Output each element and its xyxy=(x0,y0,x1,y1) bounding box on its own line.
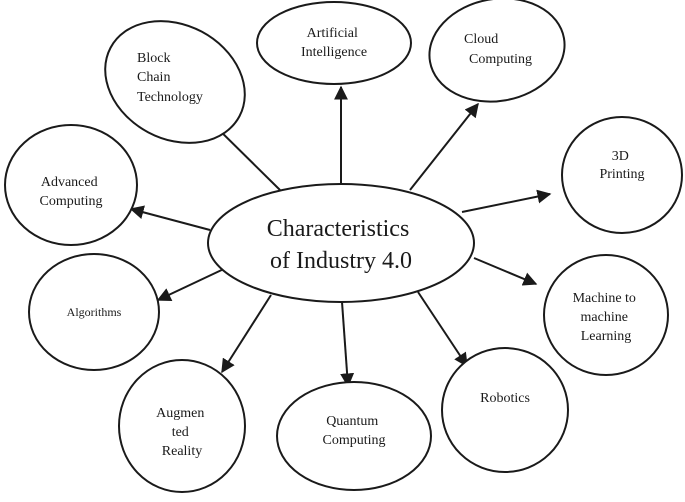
ai-line-1: Artificial xyxy=(307,26,358,41)
node-3d-printing: 3D Printing xyxy=(561,116,683,234)
quantum-line-2: Computing xyxy=(322,433,385,448)
machine-learning-line-1: Machine to xyxy=(573,291,636,306)
3d-printing-line-2: Printing xyxy=(599,167,644,182)
node-ai: Artificial Intelligence xyxy=(256,1,412,85)
svg-text:3D Printing: 3D Printing xyxy=(599,149,644,182)
svg-text:Machine to machine: Machine to machine Learning xyxy=(573,291,640,344)
ai-line-2: Intelligence xyxy=(301,45,367,60)
cloud-line-2: Computing xyxy=(469,52,532,67)
algorithms-line-1: Algorithms xyxy=(67,305,122,319)
edge-machine-learning xyxy=(473,257,538,286)
node-robotics: Robotics xyxy=(441,347,569,473)
svg-text:Cloud Computing: Cloud Computing xyxy=(464,32,532,67)
svg-text:Artificial Intelligence: Artificial Intelligence xyxy=(301,26,367,60)
block-chain-line-1: Block xyxy=(137,51,170,66)
augmented-reality-line-2: ted xyxy=(172,425,189,440)
edge-augmented-reality xyxy=(221,294,272,374)
node-quantum: Quantum Computing xyxy=(276,381,432,491)
node-machine-learning: Machine to machine Learning xyxy=(543,254,669,376)
3d-printing-line-1: 3D xyxy=(612,149,629,164)
node-block-chain: Block Chain Technology xyxy=(104,20,246,144)
machine-learning-line-2: machine xyxy=(581,310,628,325)
svg-text:Algorithms: Algorithms xyxy=(67,305,122,319)
augmented-reality-line-3: Reality xyxy=(162,444,202,459)
edge-quantum xyxy=(340,301,355,388)
advanced-computing-line-2: Computing xyxy=(39,194,102,209)
edge-algorithms xyxy=(156,266,229,301)
node-cloud: Cloud Computing xyxy=(428,0,566,103)
node-advanced-computing: Advanced Computing xyxy=(4,124,138,246)
node-augmented-reality: Augmen ted Reality xyxy=(118,359,246,493)
block-chain-line-2: Chain xyxy=(137,70,170,85)
svg-text:Augmen ted Reality: Augmen ted Reality xyxy=(156,406,208,459)
edge-advanced-computing xyxy=(129,205,211,231)
block-chain-line-3: Technology xyxy=(137,90,203,105)
center-node: Characteristics of Industry 4.0 xyxy=(207,183,475,303)
robotics-line-1: Robotics xyxy=(480,391,530,406)
edges xyxy=(129,85,552,388)
svg-text:Advanced Computing: Advanced Computing xyxy=(39,175,102,209)
node-algorithms: Algorithms xyxy=(28,253,160,371)
svg-text:Characteristics of Indus: Characteristics of Industry 4.0 xyxy=(267,216,416,274)
edge-robotics xyxy=(417,291,468,368)
edge-3d-printing xyxy=(461,189,552,213)
svg-text:Quantum Computing: Quantum Computing xyxy=(322,414,385,448)
svg-text:Block Chain Techno: Block Chain Technology xyxy=(137,51,203,105)
cloud-line-1: Cloud xyxy=(464,32,498,47)
machine-learning-line-3: Learning xyxy=(581,329,632,344)
center-label-line-2: of Industry 4.0 xyxy=(270,248,412,274)
advanced-computing-line-1: Advanced xyxy=(41,175,98,190)
edge-cloud xyxy=(409,102,479,191)
quantum-line-1: Quantum xyxy=(326,414,378,429)
svg-text:Robotics: Robotics xyxy=(480,391,530,406)
augmented-reality-line-1: Augmen xyxy=(156,406,204,421)
center-label-line-1: Characteristics xyxy=(267,216,410,242)
